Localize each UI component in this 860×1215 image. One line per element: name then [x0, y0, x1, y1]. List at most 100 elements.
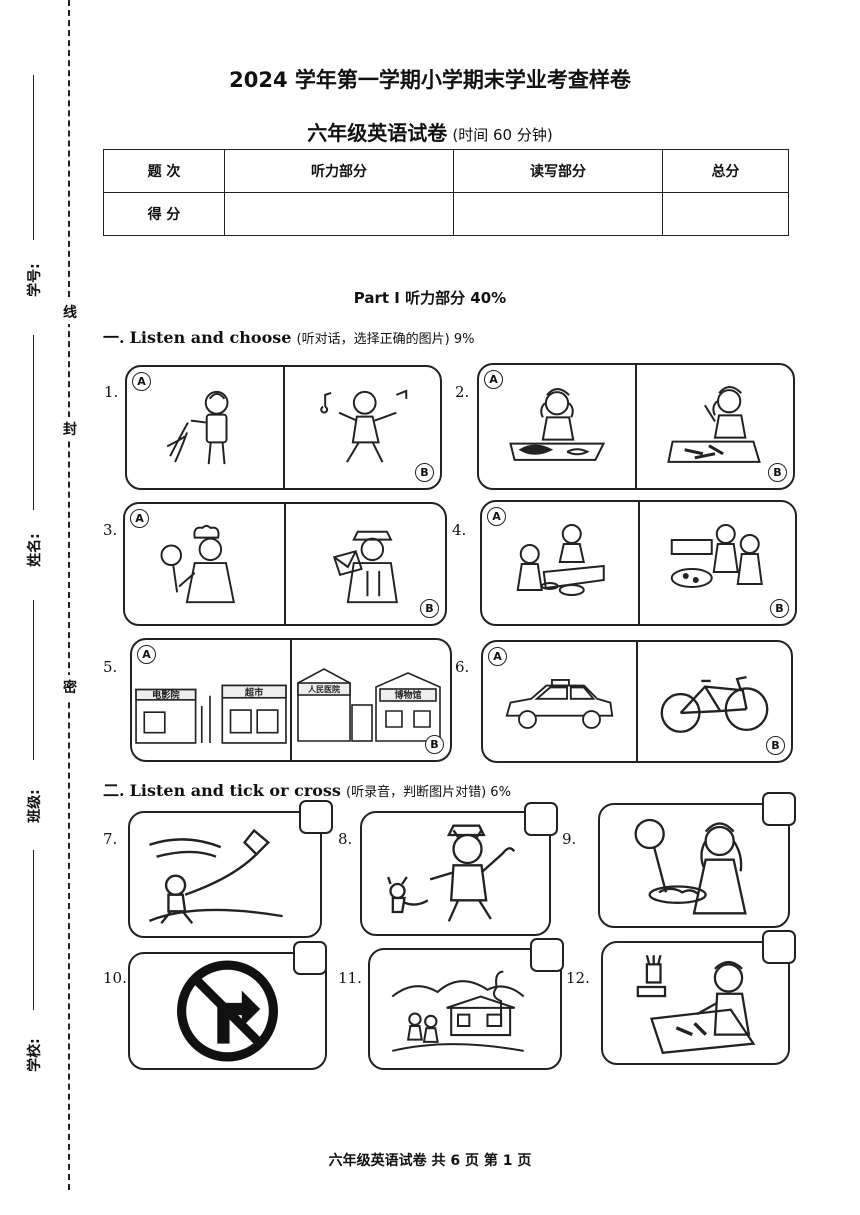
section1-heading: 一. Listen and choose (听对话，选择正确的图片) 9%: [103, 324, 474, 348]
q7-answer-box[interactable]: [299, 800, 333, 834]
q7-number: 7.: [103, 830, 118, 848]
section2-title: Listen and tick or cross: [129, 781, 341, 800]
q9-answer-box[interactable]: [762, 792, 796, 826]
q4-option-a[interactable]: A: [482, 502, 638, 624]
q4-choices: A B: [480, 500, 797, 626]
score-label-cell: 得 分: [103, 192, 225, 236]
class-line: [33, 600, 34, 760]
boy-flying-kite-icon: [138, 821, 294, 928]
seal-char-mi: 密: [63, 675, 77, 699]
girls-with-pizza-icon: [660, 520, 776, 610]
q1-option-b[interactable]: B: [282, 367, 441, 488]
cat-chasing-mouse-icon: [370, 821, 523, 926]
taxi-icon: [503, 660, 616, 747]
q2-choices: A B: [477, 363, 795, 490]
binding-dashed-line: [68, 0, 70, 1190]
countryside-house-icon: [378, 958, 538, 1060]
listening-col-header: 听力部分: [224, 149, 454, 193]
q5-choices: A 电影院 超市 人民医院博物馆 B: [130, 638, 452, 762]
badge-b: B: [425, 735, 444, 754]
section2-heading: 二. Listen and tick or cross (听录音，判断图片对错)…: [103, 777, 511, 801]
hospital-sign: 人民医院: [308, 684, 340, 694]
girl-cooking-icon: [608, 813, 780, 918]
row-label-cell: 题 次: [103, 149, 225, 193]
name-line: [33, 335, 34, 510]
badge-a: A: [137, 645, 156, 664]
name-label: 姓名:: [27, 533, 43, 567]
q10-answer-box[interactable]: [293, 941, 327, 975]
q11-picture: [368, 948, 562, 1070]
bicycle-icon: [658, 660, 771, 747]
girl-painting-icon: [657, 383, 773, 474]
q4-number: 4.: [452, 521, 467, 539]
subtitle-main: 六年级英语试卷: [307, 121, 448, 145]
q11-answer-box[interactable]: [530, 938, 564, 972]
badge-a: A: [132, 372, 151, 391]
seal-char-feng: 封: [63, 417, 77, 441]
q5-option-a[interactable]: A 电影院 超市: [132, 640, 290, 760]
q12-number: 12.: [566, 969, 590, 987]
hospital-museum-icon: 人民医院博物馆: [296, 660, 446, 750]
q10-number: 10.: [103, 969, 127, 987]
total-score-cell[interactable]: [662, 192, 789, 236]
cinema-supermarket-icon: 电影院 超市: [134, 662, 288, 750]
q3-option-b[interactable]: B: [284, 504, 445, 624]
badge-b: B: [770, 599, 789, 618]
q5-option-b[interactable]: 人民医院博物馆 B: [290, 640, 450, 760]
exam-subtitle: 六年级英语试卷 (时间 60 分钟): [0, 117, 860, 146]
q1-option-a[interactable]: A: [127, 367, 283, 488]
q11-number: 11.: [338, 969, 362, 987]
q12-answer-box[interactable]: [762, 930, 796, 964]
seal-char-xian: 线: [63, 300, 77, 324]
q2-option-a[interactable]: A: [479, 365, 635, 488]
q9-picture: [598, 803, 790, 928]
reading-writing-col-header: 读写部分: [453, 149, 663, 193]
q8-number: 8.: [338, 830, 353, 848]
q10-picture: [128, 952, 327, 1070]
q4-option-b[interactable]: B: [637, 502, 796, 624]
boy-dancing-icon: [305, 385, 421, 474]
supermarket-sign: 超市: [244, 687, 263, 699]
cinema-sign: 电影院: [152, 689, 180, 701]
boy-drawing-icon: [611, 953, 778, 1055]
badge-a: A: [130, 509, 149, 528]
q5-number: 5.: [103, 658, 118, 676]
q3-choices: A B: [123, 502, 447, 626]
reading-writing-score-cell[interactable]: [453, 192, 663, 236]
school-label: 学校:: [27, 1038, 43, 1072]
score-table: 题 次 听力部分 读写部分 总分 得 分: [103, 149, 789, 236]
q6-choices: A B: [481, 640, 793, 763]
q2-option-b[interactable]: B: [635, 365, 793, 488]
q6-option-b[interactable]: B: [636, 642, 791, 761]
school-line: [33, 850, 34, 1010]
no-right-turn-icon: [160, 960, 295, 1062]
badge-a: A: [488, 647, 507, 666]
boy-throwing-icon: [147, 385, 263, 474]
q1-choices: A B: [125, 365, 442, 490]
score-table-header-row: 题 次 听力部分 读写部分 总分: [103, 149, 789, 193]
badge-a: A: [487, 507, 506, 526]
q7-picture: [128, 811, 322, 938]
badge-b: B: [415, 463, 434, 482]
q8-answer-box[interactable]: [524, 802, 558, 836]
q3-number: 3.: [103, 521, 118, 539]
badge-b: B: [768, 463, 787, 482]
q1-number: 1.: [104, 383, 119, 401]
exam-title: 2024 学年第一学期小学期末学业考查样卷: [229, 68, 631, 92]
girls-baking-icon: [502, 520, 618, 610]
badge-b: B: [420, 599, 439, 618]
q9-number: 9.: [562, 830, 577, 848]
section1-title: Listen and choose: [129, 328, 292, 347]
section1-instruction: (听对话，选择正确的图片) 9%: [296, 332, 475, 347]
section2-number: 二.: [103, 781, 125, 800]
q2-number: 2.: [455, 383, 470, 401]
postman-icon: [306, 522, 425, 610]
chef-icon: [145, 522, 264, 610]
q3-option-a[interactable]: A: [125, 504, 284, 624]
museum-sign: 博物馆: [394, 689, 421, 701]
q8-picture: [360, 811, 551, 936]
section2-instruction: (听录音，判断图片对错) 6%: [346, 785, 511, 800]
q6-option-a[interactable]: A: [483, 642, 636, 761]
listening-score-cell[interactable]: [224, 192, 454, 236]
total-col-header: 总分: [662, 149, 789, 193]
